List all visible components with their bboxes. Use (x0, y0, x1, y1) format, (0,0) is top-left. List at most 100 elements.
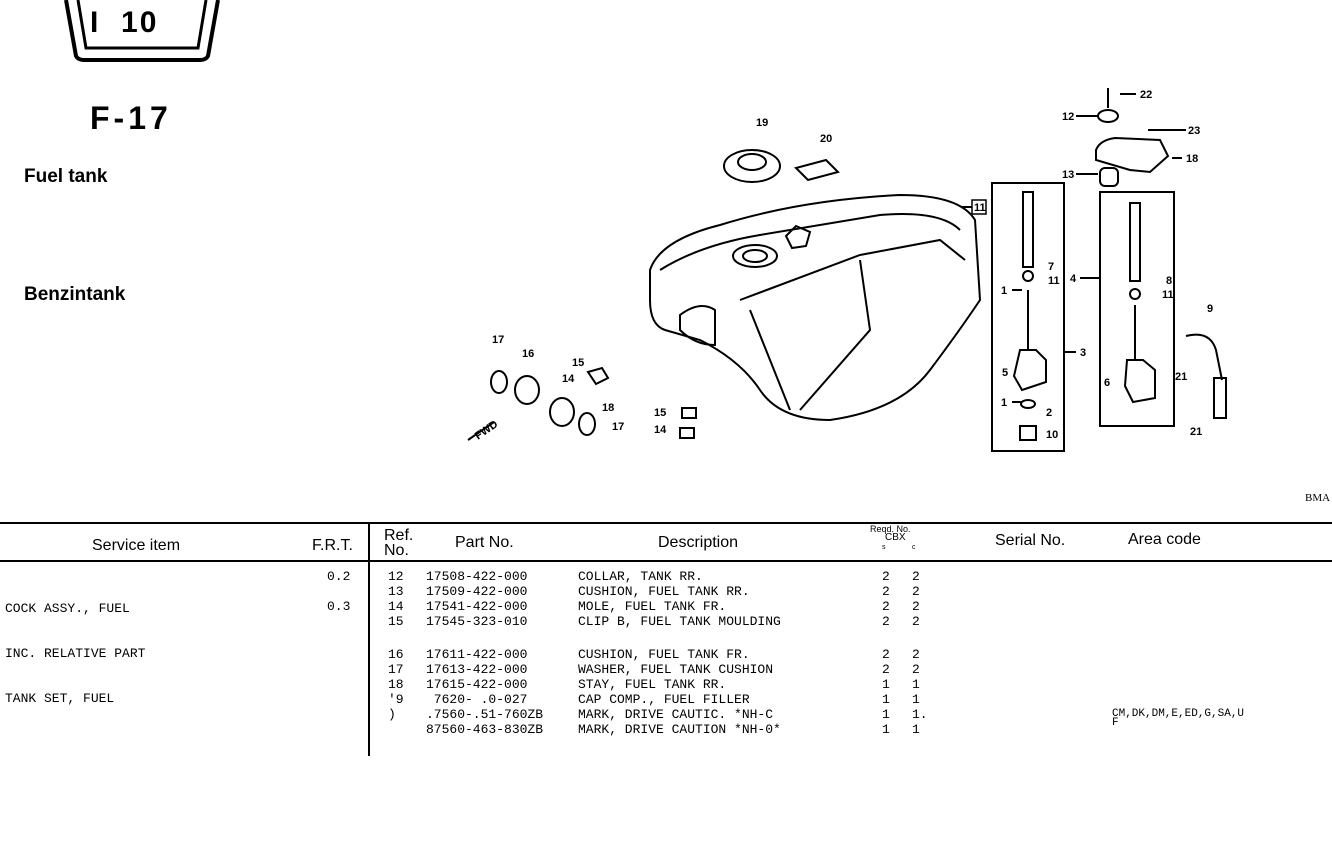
callout-18a: 18 (1186, 153, 1198, 165)
callout-4: 4 (1070, 273, 1077, 285)
reqd-no-header: Reqd. No. (870, 524, 911, 534)
area-cell: F (1112, 717, 1119, 729)
qty-c-cell: 2 (912, 647, 920, 662)
callout-14a: 14 (562, 373, 575, 385)
desc-cell: CUSHION, FUEL TANK FR. (578, 647, 750, 662)
desc-cell: CLIP B, FUEL TANK MOULDING (578, 614, 781, 629)
qty-c-cell: 2 (912, 584, 920, 599)
callout-5: 5 (1002, 367, 1008, 379)
desc-cell: COLLAR, TANK RR. (578, 569, 703, 584)
part-cell: .7560-.51-760ZB (426, 707, 544, 722)
callout-18b: 18 (602, 402, 614, 414)
ref-cell: ) (388, 707, 396, 722)
qty-c-cell: 2 (912, 599, 920, 614)
desc-cell: CAP COMP., FUEL FILLER (578, 692, 750, 707)
table-row: 15 17545-323-010 CLIP B, FUEL TANK MOULD… (388, 614, 920, 629)
desc-cell: MARK, DRIVE CAUTION *NH-0* (578, 722, 781, 737)
col-c-header: c (912, 544, 916, 551)
part-cell: 17545-323-010 (426, 614, 528, 629)
part-cell: 17509-422-000 (426, 584, 528, 599)
section-badge: I 10 (90, 6, 159, 39)
desc-cell: WASHER, FUEL TANK CUSHION (578, 662, 774, 677)
callout-17a: 17 (492, 334, 504, 346)
callout-2: 2 (1046, 407, 1052, 419)
qty-s-cell: 2 (882, 599, 890, 614)
callout-1a: 1 (1001, 285, 1007, 297)
table-top-rule (0, 522, 1332, 524)
table-divider (368, 522, 370, 756)
callout-21a: 21 (1175, 371, 1187, 383)
area-code-header: Area code (1128, 531, 1201, 548)
service-frt: 0.3 (327, 599, 351, 614)
qty-s-cell: 2 (882, 569, 890, 584)
table-row: 17 17613-422-000 WASHER, FUEL TANK CUSHI… (388, 662, 920, 677)
callout-22: 22 (1140, 89, 1152, 101)
callout-19: 19 (756, 117, 768, 129)
part-cell: 17615-422-000 (426, 677, 528, 692)
service-item-header: Service item (92, 537, 181, 554)
ref-cell: 16 (388, 647, 404, 662)
desc-cell: STAY, FUEL TANK RR. (578, 677, 727, 692)
qty-s-cell: 2 (882, 584, 890, 599)
callout-15a: 15 (572, 357, 584, 369)
callout-20: 20 (820, 133, 832, 145)
service-item: TANK SET, FUEL (5, 691, 115, 706)
callout-14b: 14 (654, 424, 667, 436)
desc-cell: MARK, DRIVE CAUTIC. *NH-C (578, 707, 774, 722)
qty-s-cell: 1 (882, 707, 890, 722)
callout-1b: 1 (1001, 397, 1007, 409)
frt-header: F.R.T. (312, 537, 353, 554)
section-code: F-17 (90, 100, 172, 136)
qty-c-cell: 2 (912, 662, 920, 677)
parts-table-body: 12 17508-422-000 COLLAR, TANK RR. 2 2 13… (388, 569, 1328, 749)
callout-11c: 11 (1162, 289, 1174, 301)
callout-3: 3 (1080, 347, 1086, 359)
qty-s-cell: 1 (882, 692, 890, 707)
table-header-rule (0, 560, 1332, 562)
col-s-header: s (882, 544, 886, 551)
callout-17b: 17 (612, 421, 624, 433)
part-cell: 87560-463-830ZB (426, 722, 544, 737)
service-item: COCK ASSY., FUEL (5, 601, 130, 616)
part-cell: 7620- .0-027 (426, 692, 528, 707)
ref-cell: 13 (388, 584, 404, 599)
table-row: 13 17509-422-000 CUSHION, FUEL TANK RR. … (388, 584, 920, 599)
qty-c-cell: 2 (912, 569, 920, 584)
title-german: Benzintank (24, 284, 126, 305)
callout-15b: 15 (654, 407, 666, 419)
qty-s-cell: 1 (882, 677, 890, 692)
part-cell: 17541-422-000 (426, 599, 528, 614)
qty-s-cell: 2 (882, 614, 890, 629)
qty-c-cell: 1 (912, 677, 920, 692)
callout-11a: 11 (974, 202, 986, 214)
callout-12: 12 (1062, 111, 1074, 123)
callout-13: 13 (1062, 169, 1074, 181)
callout-23: 23 (1188, 125, 1200, 137)
part-cell: 17613-422-000 (426, 662, 528, 677)
ref-cell: '9 (388, 692, 404, 707)
fuel-tank-exploded-diagram: 19 20 11 22 12 23 18 13 7 11 4 8 11 1 3 … (467, 88, 1227, 452)
part-no-header: Part No. (455, 534, 514, 551)
qty-c-cell: 1. (912, 707, 928, 722)
table-row: 18 17615-422-000 STAY, FUEL TANK RR. 1 1 (388, 677, 920, 692)
cbx-header: CBX (885, 532, 906, 543)
ref-no-header: Ref. No. (384, 527, 414, 559)
description-header: Description (658, 534, 739, 551)
table-row: 16 17611-422-000 CUSHION, FUEL TANK FR. … (388, 647, 920, 662)
section-badge-frame (64, 0, 220, 62)
callout-6: 6 (1104, 377, 1110, 389)
callout-9: 9 (1207, 303, 1213, 315)
desc-cell: CUSHION, FUEL TANK RR. (578, 584, 750, 599)
qty-c-cell: 2 (912, 614, 920, 629)
table-row: 87560-463-830ZB MARK, DRIVE CAUTION *NH-… (388, 717, 1119, 737)
diagram-code: BMA (1305, 492, 1331, 504)
callout-10: 10 (1046, 429, 1058, 441)
part-cell: 17508-422-000 (426, 569, 528, 584)
service-frt: 0.2 (327, 569, 351, 584)
title-english: Fuel tank (24, 166, 108, 187)
qty-c-cell: 1 (912, 722, 920, 737)
table-row: 12 17508-422-000 COLLAR, TANK RR. 2 2 (388, 569, 920, 584)
service-row: COCK ASSY., FUEL INC. RELATIVE PART TANK… (5, 571, 145, 721)
table-row: ) .7560-.51-760ZB MARK, DRIVE CAUTIC. *N… (388, 707, 1244, 722)
callout-7: 7 (1048, 261, 1054, 273)
